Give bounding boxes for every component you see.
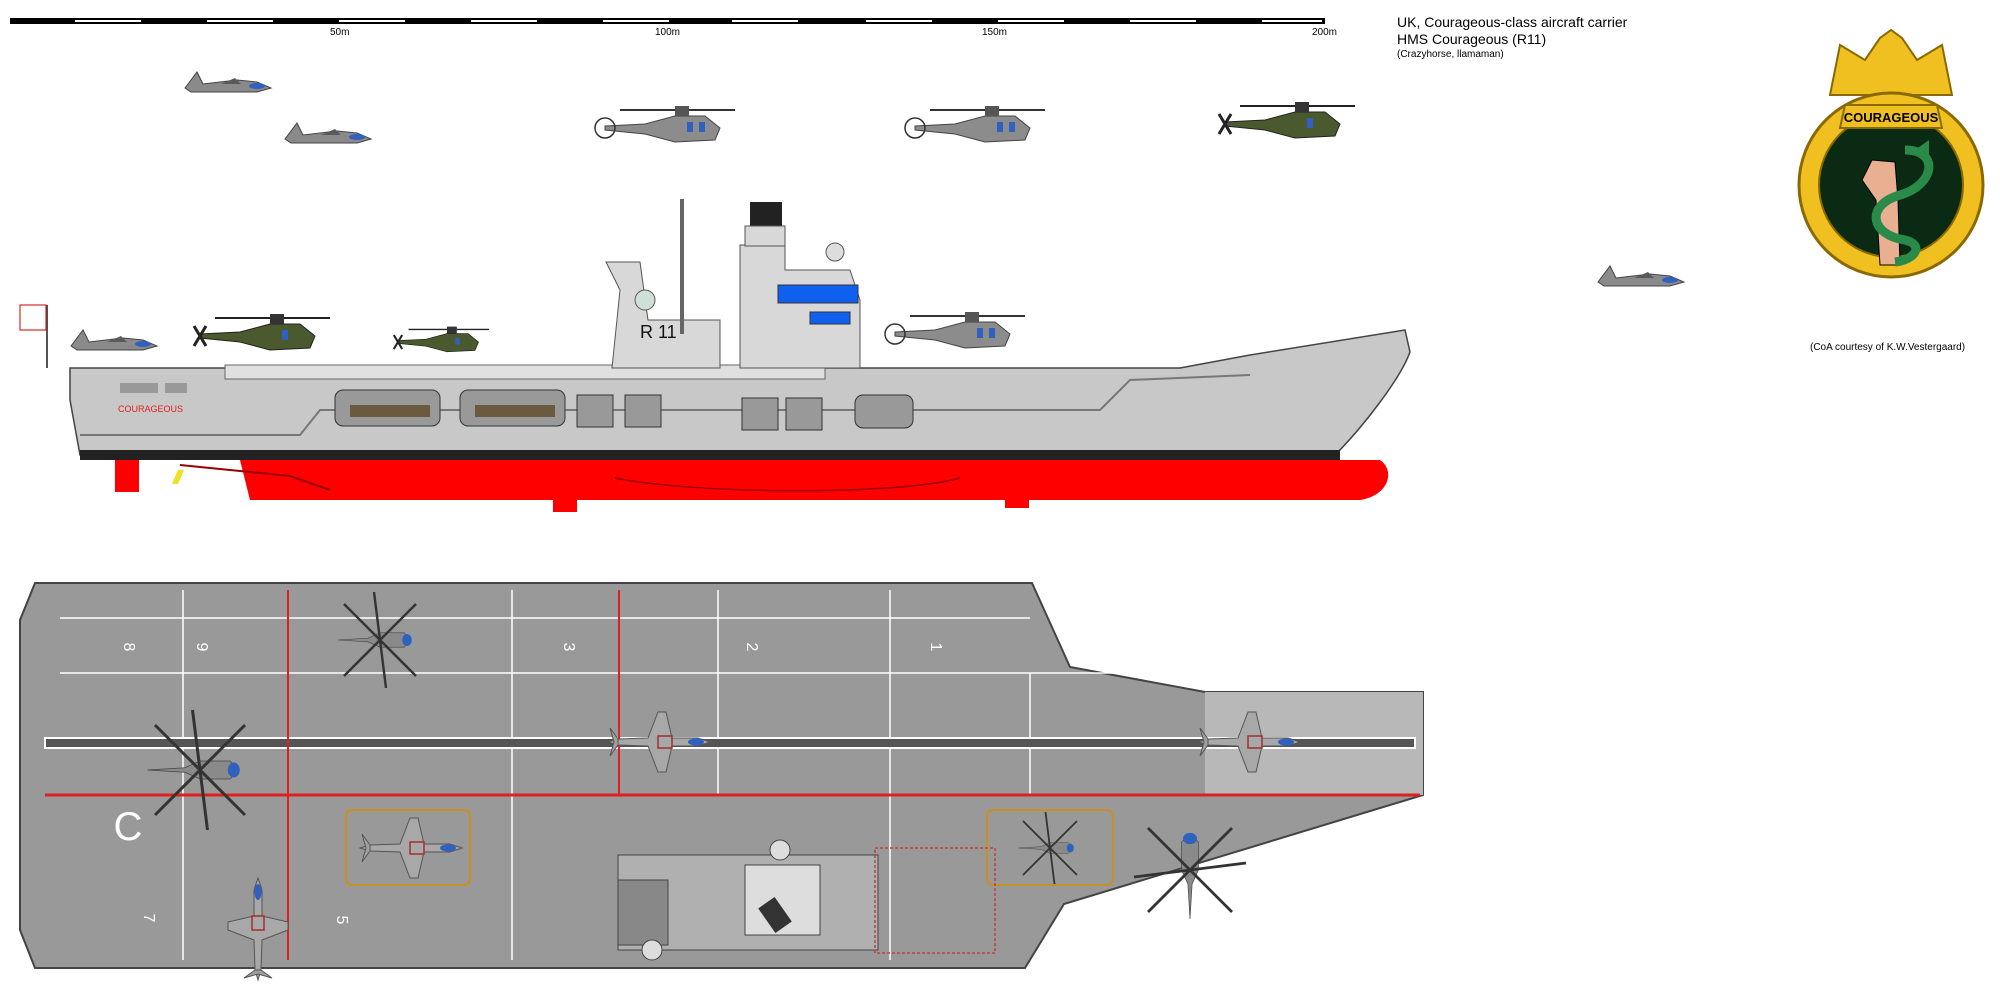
deck-spot-number: 3 (560, 643, 577, 652)
merlin-helicopter-icon (594, 105, 736, 143)
author-credits: (Crazyhorse, llamaman) (1397, 49, 1504, 60)
hull-name: COURAGEOUS (118, 404, 183, 414)
crest-credit: (CoA courtesy of K.W.Vestergaard) (1810, 342, 1966, 353)
ensign-flag-icon (19, 304, 47, 331)
scale-label-150: 150m (982, 27, 1007, 38)
deck-spot-number: 9 (193, 643, 210, 652)
radar-antenna (750, 202, 782, 226)
harrier-jet-icon (70, 329, 158, 351)
scale-label-50: 50m (330, 27, 349, 38)
scale-bar: 50m 100m 150m 200m (10, 18, 1337, 38)
propeller-icon (172, 470, 184, 484)
deck-spot-number: 7 (140, 914, 157, 923)
deck-spot-number: 1 (927, 643, 944, 652)
deck-spot-number: 8 (120, 643, 137, 652)
merlin-helicopter-icon (904, 105, 1046, 143)
crest-banner-name: COURAGEOUS (1844, 110, 1939, 125)
pennant-number: R 11 (640, 322, 677, 342)
merlin-helicopter-icon (884, 311, 1026, 349)
scale-label-200: 200m (1312, 27, 1337, 38)
deck-marker: C (114, 805, 143, 849)
flight-deck-plan: 8 9 3 2 1 7 5 C (19, 582, 1424, 981)
drawing-info: UK, Courageous-class aircraft carrier HM… (1397, 14, 1627, 62)
deck-spot-number: 2 (743, 643, 760, 652)
ship-side-profile: COURAGEOUS R 11 (19, 199, 1411, 512)
title-line-1: UK, Courageous-class aircraft carrier (1397, 14, 1628, 30)
deck-spot-number: 5 (333, 916, 350, 925)
scale-label-100: 100m (655, 27, 680, 38)
serpent-icon (1871, 145, 1934, 267)
apache-helicopter-icon (392, 325, 491, 353)
harrier-jet-icon (284, 122, 372, 144)
merlin-helicopter-icon (1217, 100, 1357, 140)
naval-crown-icon (1828, 28, 1954, 96)
harrier-jet-icon (184, 71, 272, 93)
island-plan (617, 839, 996, 961)
ship-crest: COURAGEOUS (1797, 28, 1985, 279)
harrier-jet-icon (1597, 265, 1685, 287)
runway-centerline (44, 737, 1416, 749)
title-line-2: HMS Courageous (R11) (1397, 31, 1547, 47)
merlin-helicopter-icon (192, 312, 332, 352)
mast (680, 199, 684, 334)
